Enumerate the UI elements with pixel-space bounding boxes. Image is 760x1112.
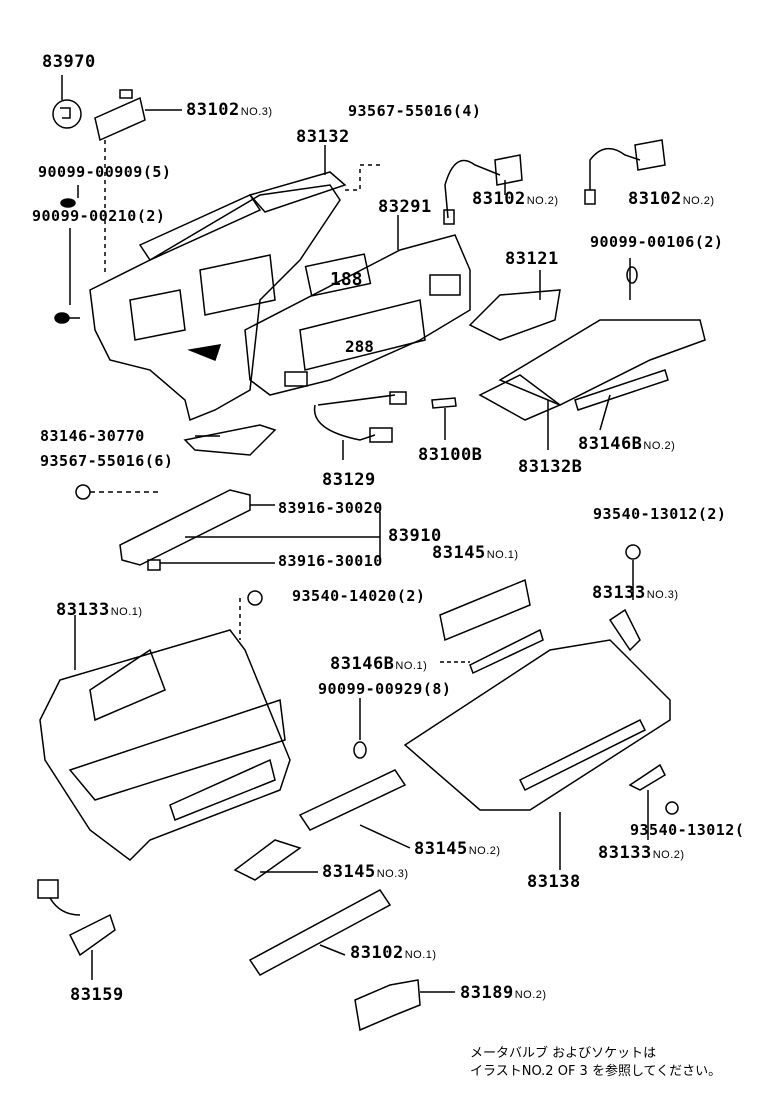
clips-83133 <box>608 544 679 840</box>
footnote-line-2: イラストNO.2 OF 3 を参照してください。 <box>470 1064 722 1079</box>
label-93540-13012-2: 93540-13012(2) <box>593 505 727 523</box>
footnote-line-1: メータバルブ およびソケットは <box>470 1046 657 1061</box>
label-83189-no2: 83189NO.2) <box>460 983 547 1003</box>
socket-83970 <box>52 75 82 129</box>
label-83132b: 83132B <box>518 457 583 477</box>
label-83291: 83291 <box>378 197 432 217</box>
label-90099-00929: 90099-00929(8) <box>318 680 452 698</box>
plate-83145-no2 <box>298 769 411 849</box>
circuit-board-83121 <box>468 258 706 421</box>
label-83910: 83910 <box>388 526 442 546</box>
bracket-83910 <box>75 484 381 571</box>
plate-83138 <box>403 639 671 870</box>
label-83102-no2-b: 83102NO.2) <box>628 189 715 209</box>
label-90099-00210: 90099-00210(2) <box>32 207 166 225</box>
svg-text:288: 288 <box>345 337 374 356</box>
wire-83129 <box>313 391 457 460</box>
screws <box>54 185 80 324</box>
cover-83189 <box>354 979 455 1032</box>
bulb-strip-83102-no1 <box>248 889 392 976</box>
label-93540-13012: 93540-13012( <box>630 821 745 839</box>
label-83133-no1: 83133NO.1) <box>56 600 143 620</box>
label-83102-no2-a: 83102NO.2) <box>472 189 559 209</box>
label-83145-no2: 83145NO.2) <box>414 839 501 859</box>
label-90099-00909: 90099-00909(5) <box>38 163 172 181</box>
label-93567-55016-6: 93567-55016(6) <box>40 452 174 470</box>
label-83146b-no1: 83146BNO.1) <box>330 654 428 674</box>
label-83100b: 83100B <box>418 445 483 465</box>
plate-83145-no3 <box>233 839 318 881</box>
label-83916-30020: 83916-30020 <box>278 499 383 517</box>
meter-housing <box>89 145 380 422</box>
plate-83145-no1 <box>439 578 544 675</box>
svg-text:188: 188 <box>330 269 363 290</box>
label-83970: 83970 <box>42 52 96 72</box>
label-93540-14020: 93540-14020(2) <box>292 587 426 605</box>
label-83146-30770: 83146-30770 <box>40 427 145 445</box>
label-83121: 83121 <box>505 249 559 269</box>
label-83916-30010: 83916-30010 <box>278 552 383 570</box>
screw-90099-00929 <box>353 698 367 759</box>
label-93567-55016-4: 93567-55016(4) <box>348 102 482 120</box>
label-83145-no1: 83145NO.1) <box>432 543 519 563</box>
panel-83133-no1 <box>39 590 291 861</box>
switch-83159 <box>37 879 116 980</box>
bulb-holder-83102-no3 <box>94 89 182 275</box>
label-83102-no3: 83102NO.3) <box>186 100 273 120</box>
label-83146b-no2: 83146BNO.2) <box>578 434 676 454</box>
label-83132: 83132 <box>296 127 350 147</box>
strip-83146b-no2 <box>547 369 669 450</box>
label-83102-no1: 83102NO.1) <box>350 943 437 963</box>
label-83145-no3: 83145NO.3) <box>322 862 409 882</box>
footnote: メータバルブ およびソケットは イラストNO.2 OF 3 を参照してください。 <box>470 1045 721 1081</box>
label-83138: 83138 <box>527 872 581 892</box>
wire-harness-83102-no2 <box>443 139 666 225</box>
label-83133-no3: 83133NO.3) <box>592 583 679 603</box>
label-83159: 83159 <box>70 985 124 1005</box>
label-83129: 83129 <box>322 470 376 490</box>
bracket-83146-30770 <box>183 424 277 456</box>
label-83133-no2: 83133NO.2) <box>598 843 685 863</box>
combination-meter-83291: 188 288 <box>244 215 471 396</box>
label-90099-00106: 90099-00106(2) <box>590 233 724 251</box>
